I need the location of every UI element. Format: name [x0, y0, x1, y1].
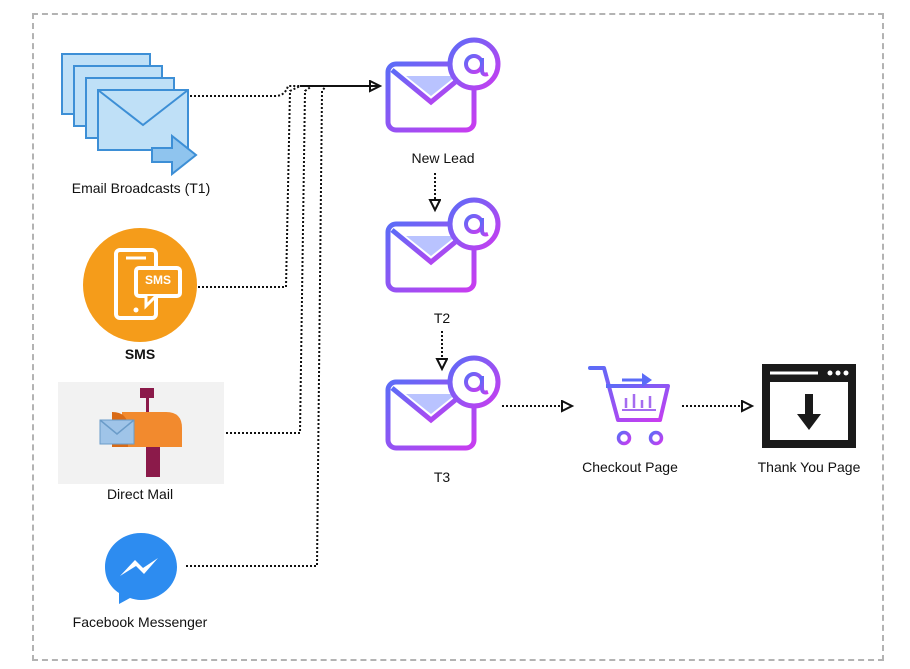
node-label-t3: T3 — [433, 469, 451, 485]
mailbox-icon — [58, 382, 224, 484]
sms-badge-text: SMS — [144, 273, 171, 287]
sms-phone-icon — [83, 228, 197, 342]
email-at-icon-t2 — [385, 197, 501, 293]
node-label-checkout-page: Checkout Page — [582, 459, 678, 475]
node-label-t2: T2 — [433, 310, 451, 326]
email-at-icon-t3 — [385, 355, 501, 451]
diagram-frame — [32, 13, 884, 661]
edge-directmail-to-newlead — [222, 85, 313, 434]
node-label-email-broadcasts: Email Broadcasts (T1) — [71, 180, 211, 196]
edge-messenger-to-newlead — [186, 85, 327, 567]
node-label-sms: SMS — [124, 346, 156, 362]
email-stack-icon — [61, 53, 198, 177]
edge-email-to-newlead — [190, 86, 380, 97]
messenger-icon — [105, 533, 177, 604]
cart-icon — [588, 366, 670, 446]
node-label-new-lead: New Lead — [411, 150, 475, 166]
node-label-direct-mail: Direct Mail — [106, 486, 174, 502]
node-label-facebook-messenger: Facebook Messenger — [72, 614, 208, 630]
edge-sms-to-newlead — [198, 85, 301, 288]
download-window-icon — [762, 364, 856, 448]
node-label-thank-you-page: Thank You Page — [757, 459, 861, 475]
email-at-icon-newlead — [385, 37, 501, 133]
